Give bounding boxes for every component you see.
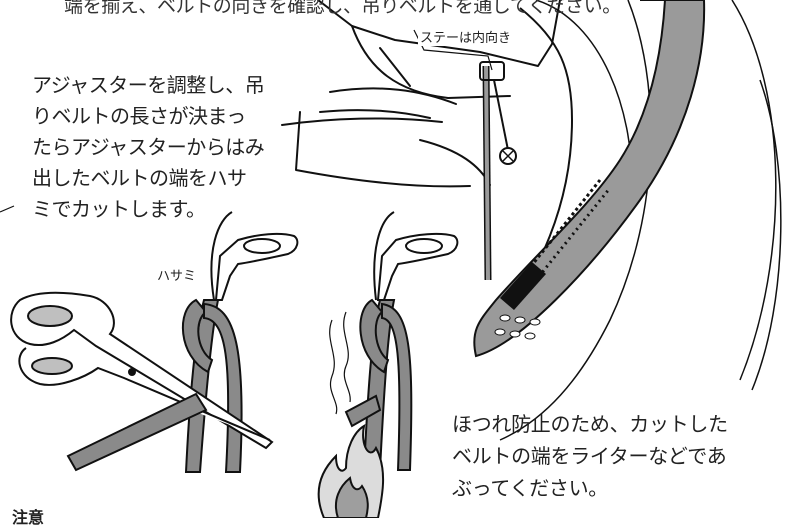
scissors-icon — [10, 291, 274, 450]
bicycle-frame — [281, 0, 561, 188]
belt-left — [181, 298, 243, 473]
margin-mark — [0, 205, 15, 213]
fender — [489, 0, 782, 441]
smoke-lines — [329, 311, 351, 415]
belt-right — [344, 298, 413, 471]
mud-flap — [473, 0, 706, 358]
bracket-right — [373, 211, 459, 301]
scissors-label: ハサミ — [157, 269, 197, 284]
bracket-left — [210, 211, 299, 301]
footer-text-fragment: 注意 — [12, 508, 45, 527]
header-text-fragment: 端を揃え、ベルトの向きを確認し、吊りベルトを通してください。 — [64, 0, 621, 17]
stay-rod — [479, 61, 517, 281]
belt-end-cut — [66, 392, 208, 472]
stay-label: ステーは内向き — [418, 27, 514, 46]
flame-icon — [317, 423, 385, 518]
fray-prevention-note: ほつれ防止のため、カットした ベルトの端をライターなどであ ぶってください。 — [452, 412, 728, 500]
instruction-text: アジャスターを調整し、吊 りベルトの長さが決まっ たらアジャスターからはみ 出し… — [32, 73, 265, 221]
